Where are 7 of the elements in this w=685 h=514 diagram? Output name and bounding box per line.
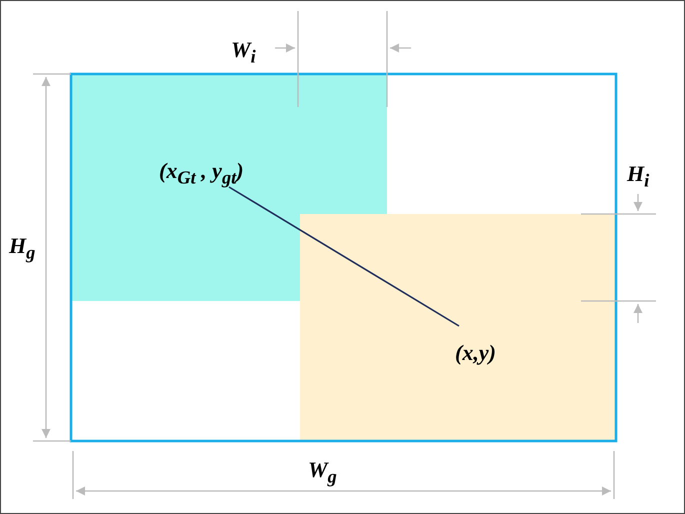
dimension-label: H$_{g}$ bbox=[9, 233, 36, 264]
dimension-label: H$_{i}$ bbox=[627, 161, 650, 192]
coordinate-label: (x$_{Gt}$ , y$_{gt}$) bbox=[159, 158, 244, 190]
dimension-label: W$_{i}$ bbox=[231, 37, 256, 68]
coordinate-label: (x,y) bbox=[455, 340, 496, 366]
connector-line bbox=[228, 186, 460, 327]
dimension-label: W$_{g}$ bbox=[308, 457, 337, 488]
